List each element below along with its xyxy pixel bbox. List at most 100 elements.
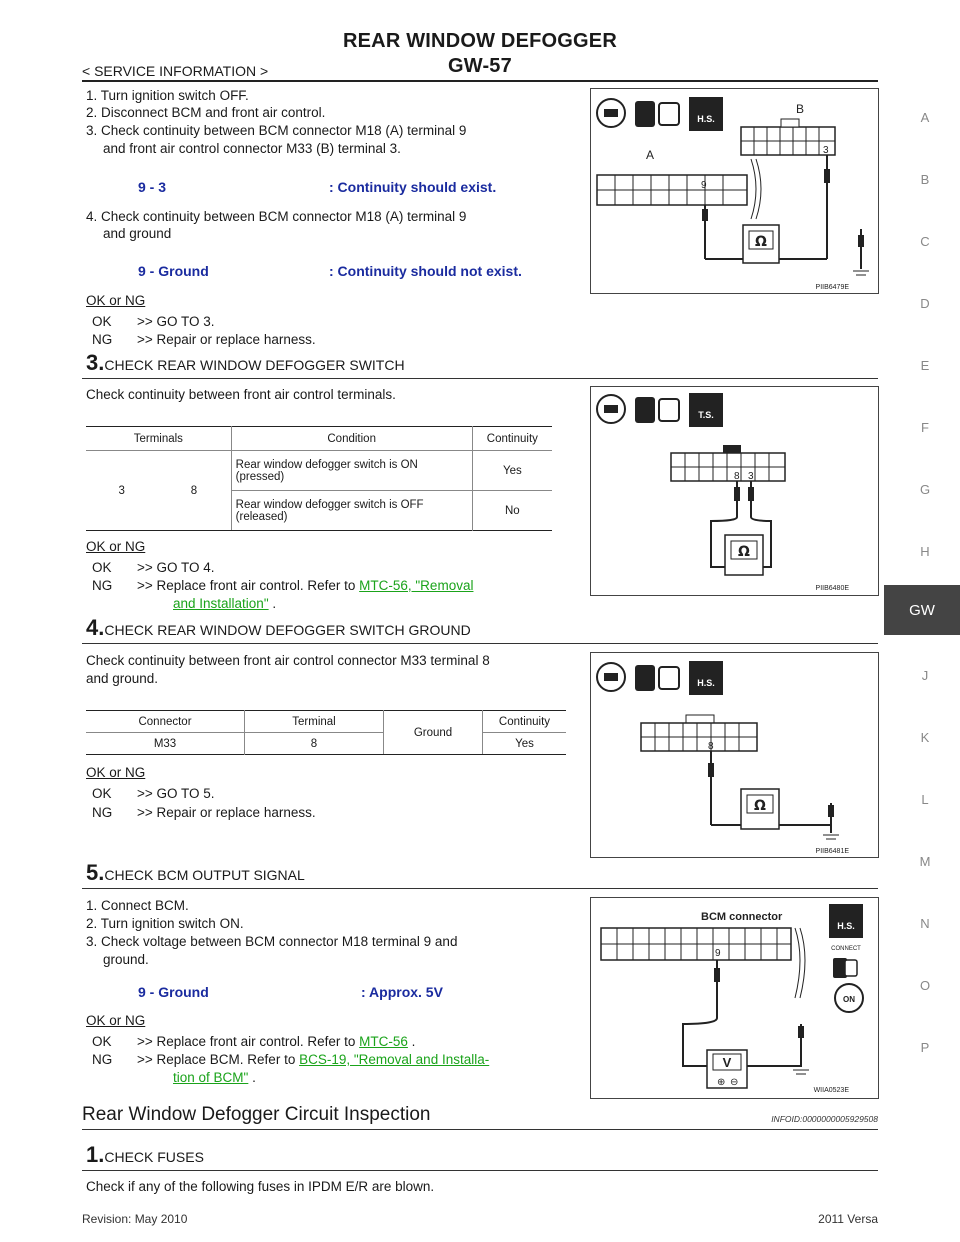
step2-line2: 2. Disconnect BCM and front air control. (86, 105, 326, 120)
probe-wires (708, 751, 839, 840)
mtc-56-removal-link-a[interactable]: MTC-56, "Removal (359, 578, 474, 593)
step1-heading: 1.CHECK FUSES (86, 1142, 204, 1168)
step5-ng: NG (92, 1052, 113, 1067)
step2-ok: OK (92, 314, 112, 329)
figure-id: PIIB6481E (816, 848, 850, 855)
ts-badge-icon: T.S. (689, 393, 723, 427)
hs-badge-text: H.S. (837, 921, 855, 931)
step4-ng: NG (92, 805, 113, 820)
bcs-19-link-b[interactable]: tion of BCM" (173, 1070, 249, 1085)
index-L[interactable]: L (921, 792, 929, 807)
index-H[interactable]: H (920, 544, 930, 559)
step1-number: 1. (86, 1142, 105, 1167)
continuity-yes: Yes (482, 732, 566, 755)
on-label: ON (843, 995, 855, 1004)
step5-ng-line2: tion of BCM" . (173, 1070, 256, 1085)
label-b: B (796, 102, 804, 116)
disconnect-icon (635, 397, 680, 423)
step3-desc: Check continuity between front air contr… (86, 387, 396, 402)
hs-badge-icon: H.S. (689, 97, 723, 131)
step3-ng-line2: and Installation" . (173, 596, 277, 611)
footer-model: 2011 Versa (818, 1212, 878, 1226)
th-terminal: Terminal (244, 710, 384, 733)
step5-title: CHECK BCM OUTPUT SIGNAL (104, 867, 305, 883)
index-F[interactable]: F (921, 420, 929, 435)
page-title: REAR WINDOW DEFOGGER (343, 30, 617, 52)
figure-id: PIIB6479E (816, 284, 850, 291)
step2-ok-text: >> GO TO 3. (137, 314, 215, 329)
ground-continuity-table: Connector Terminal Ground Continuity M33… (86, 710, 566, 755)
step5-heading: 5.CHECK BCM OUTPUT SIGNAL (86, 860, 305, 886)
hs-badge-icon: H.S. (689, 661, 723, 695)
step5-line3a: 3. Check voltage between BCM connector M… (86, 934, 458, 949)
step1-desc: Check if any of the following fuses in I… (86, 1179, 435, 1194)
hs-badge-icon: H.S. (829, 904, 863, 938)
figure-piib6481e: H.S. 8 Ω PIIB6481E (590, 652, 879, 858)
figure-piib6480e: T.S. 8 3 Ω PIIB6480E (590, 386, 879, 596)
step2-line3b: and front air control connector M33 (B) … (103, 141, 401, 156)
index-D[interactable]: D (920, 296, 930, 311)
mtc-56-removal-link-b[interactable]: and Installation" (173, 596, 269, 611)
bcs-19-link-a[interactable]: BCS-19, "Removal and Installa- (299, 1052, 490, 1067)
step3-heading: 3.CHECK REAR WINDOW DEFOGGER SWITCH (86, 350, 405, 376)
mtc-56-link[interactable]: MTC-56 (359, 1034, 408, 1049)
ohmmeter-icon: Ω (742, 224, 780, 264)
th-connector: Connector (138, 715, 192, 728)
svg-text:Ω: Ω (738, 544, 750, 560)
figure-id: PIIB6480E (816, 585, 850, 592)
figure-piib6479e: H.S. B 3 A 9 (590, 88, 879, 294)
front-air-control-connector: 8 3 (670, 445, 786, 482)
connector-diagram-2: T.S. 8 3 Ω PIIB6480E (596, 393, 850, 592)
index-E[interactable]: E (920, 358, 930, 373)
index-G[interactable]: G (919, 482, 931, 497)
index-C[interactable]: C (920, 234, 930, 249)
step2-line1: 1. Turn ignition switch OFF. (86, 88, 249, 103)
disconnect-icon (635, 665, 680, 691)
meter-v-label: V (723, 1055, 732, 1070)
index-J[interactable]: J (921, 668, 929, 683)
step5-ng-line: >> Replace BCM. Refer to BCS-19, "Remova… (137, 1051, 489, 1068)
ohmmeter-icon: Ω (724, 534, 764, 576)
index-M[interactable]: M (919, 854, 931, 869)
step2-line3a: 3. Check continuity between BCM connecto… (86, 123, 467, 138)
connector-a: 9 (596, 174, 748, 206)
off-key-icon (596, 98, 626, 128)
info-id: INFOID:0000000005929508 (771, 1114, 878, 1124)
step2-spec1-label: 9 - 3 (138, 179, 167, 195)
probe-wires (682, 960, 809, 1075)
ground-icon (853, 229, 869, 276)
step5-line2: 2. Turn ignition switch ON. (86, 916, 244, 931)
index-B[interactable]: B (920, 172, 930, 187)
step2-spec1-value: : Continuity should exist. (329, 179, 497, 195)
step2-spec2-label: 9 - Ground (138, 263, 209, 279)
on-key-icon: ON (834, 983, 864, 1013)
pin-8: 8 (734, 471, 740, 482)
section-title: Rear Window Defogger Circuit Inspection (82, 1104, 431, 1125)
step5-ok-text: >> Replace front air control. Refer to (137, 1034, 356, 1049)
terminal-8: 8 (244, 732, 384, 755)
connector-b: 3 (740, 118, 836, 156)
header-rule (82, 80, 878, 82)
figure-id: WIIA0523E (814, 1087, 850, 1094)
terminal-8: 8 (157, 450, 232, 531)
step2-spec2-value: : Continuity should not exist. (329, 263, 522, 279)
index-P[interactable]: P (920, 1040, 930, 1055)
index-GW-active[interactable]: GW (884, 585, 960, 635)
index-O[interactable]: O (919, 978, 931, 993)
step5-ok-line: >> Replace front air control. Refer to M… (137, 1034, 416, 1049)
page-subtitle: < SERVICE INFORMATION > (82, 63, 269, 79)
hs-badge-text: H.S. (697, 114, 715, 124)
section-rule (82, 1129, 878, 1130)
off-key-icon (596, 662, 626, 692)
index-K[interactable]: K (920, 730, 930, 745)
step2-line4a: 4. Check continuity between BCM connecto… (86, 209, 467, 224)
index-N[interactable]: N (920, 916, 930, 931)
bcm-connector-title: BCM connector (701, 911, 783, 923)
step4-okng: OK or NG (86, 765, 146, 780)
step4-ok: OK (92, 786, 112, 801)
step3-rule (82, 378, 878, 379)
index-A[interactable]: A (920, 110, 930, 125)
page-code: GW-57 (448, 55, 512, 77)
cond-on: Rear window defogger switch is ON(presse… (230, 450, 473, 491)
step4-title: CHECK REAR WINDOW DEFOGGER SWITCH GROUND (104, 622, 471, 638)
